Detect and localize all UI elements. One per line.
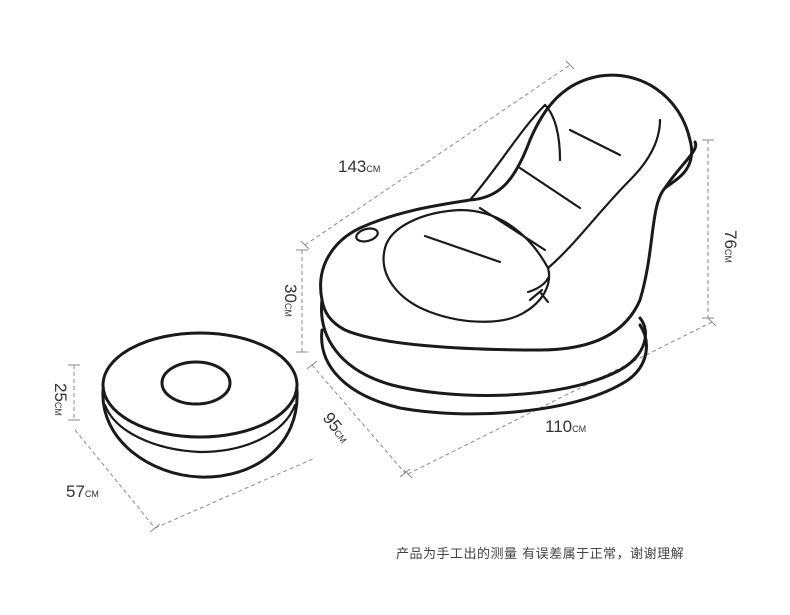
ottoman-top — [101, 331, 299, 439]
chair-seat-cushion-top — [383, 208, 550, 270]
chair-back-inner-left — [468, 103, 547, 202]
label-base-height: 30CM — [281, 284, 300, 317]
ottoman-side — [101, 388, 299, 479]
chair-base-bottom — [320, 323, 648, 416]
chair-seat-body — [319, 73, 694, 352]
label-chair-depth: 95CM — [319, 409, 354, 447]
label-chair-width: 110CM — [545, 417, 586, 436]
chair-rib-4 — [423, 234, 502, 264]
chair-back-side — [543, 103, 562, 162]
label-chair-height: 76CM — [721, 230, 740, 263]
label-ottoman-height: 25CM — [51, 383, 70, 416]
ottoman-seam — [103, 403, 297, 454]
ottoman-top-ring — [160, 360, 232, 406]
chair-base-lower-ring — [320, 298, 647, 397]
chair-cup-holder — [355, 227, 379, 243]
label-ottoman-diameter: 57CM — [66, 482, 99, 501]
measurement-disclaimer: 产品为手工出的测量 有误差属于正常，谢谢理解 — [396, 547, 685, 562]
label-chair-length: 143CM — [338, 157, 380, 176]
inflatable-chair — [319, 73, 698, 416]
dimension-lines — [68, 60, 717, 533]
chair-strap — [526, 276, 550, 304]
inflatable-ottoman — [101, 331, 299, 479]
chair-rib-3 — [478, 206, 547, 252]
chair-rib-1 — [568, 128, 622, 157]
chair-rib-2 — [518, 166, 582, 210]
chair-back-edge — [663, 140, 698, 190]
chair-seat-cushion — [382, 246, 551, 323]
chair-back-inner-right — [546, 118, 662, 270]
dimension-labels: 143CM 76CM 30CM 95CM 110CM 25CM 57CM — [51, 157, 740, 501]
